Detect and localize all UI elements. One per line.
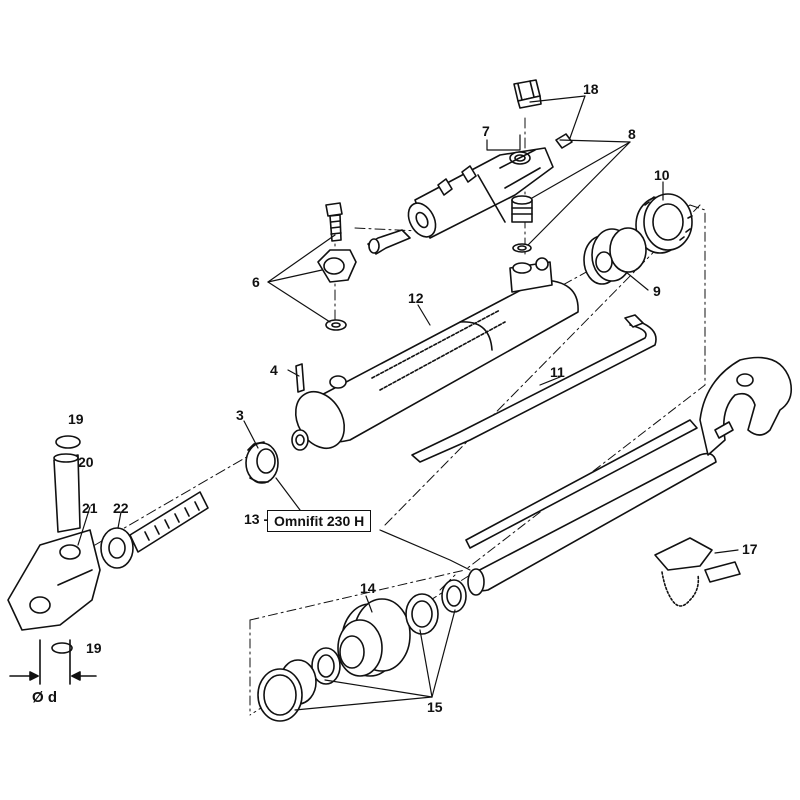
callout-21: 21 bbox=[82, 500, 98, 516]
cylinder-part-12 bbox=[291, 257, 579, 451]
nut-part-3 bbox=[245, 441, 279, 484]
piston-part-14 bbox=[337, 598, 411, 677]
callout-20: 20 bbox=[78, 454, 94, 470]
callout-13: 13 - bbox=[244, 511, 268, 527]
top-link-body bbox=[465, 356, 793, 596]
dimension-marker bbox=[9, 639, 97, 685]
callout-19-bottom: 19 bbox=[86, 640, 102, 656]
gland-part-9 bbox=[583, 227, 647, 285]
model-name-box: Omnifit 230 H bbox=[267, 510, 372, 532]
circlip-part-19-bottom bbox=[51, 642, 73, 654]
dimension-label: Ø d bbox=[32, 689, 57, 706]
callout-17: 17 bbox=[742, 541, 758, 557]
pin-part-4 bbox=[295, 363, 305, 393]
pin-part-20 bbox=[53, 453, 81, 533]
threaded-ring-part-10 bbox=[635, 193, 693, 254]
fitting-part-8 bbox=[511, 195, 533, 253]
callout-15: 15 bbox=[427, 699, 443, 715]
banjo-fitting-part-6 bbox=[317, 202, 411, 331]
pipe-part-11 bbox=[411, 314, 657, 463]
callout-19-top: 19 bbox=[68, 411, 84, 427]
callout-11: 11 bbox=[550, 364, 565, 380]
chain-pin-part-17 bbox=[654, 537, 741, 607]
callout-22: 22 bbox=[113, 500, 129, 516]
callout-7: 7 bbox=[482, 123, 490, 139]
callout-8: 8 bbox=[628, 126, 636, 142]
callout-labels: 18 7 8 10 6 12 9 4 11 3 19 20 21 22 13 -… bbox=[32, 81, 758, 715]
eye-bolt-part-22 bbox=[100, 491, 209, 569]
callout-4: 4 bbox=[270, 362, 278, 378]
callout-10: 10 bbox=[654, 167, 670, 183]
callout-14: 14 bbox=[360, 580, 376, 596]
callout-3: 3 bbox=[236, 407, 244, 423]
seal-kit-part-15 bbox=[257, 579, 467, 722]
leader-lines bbox=[77, 95, 739, 711]
circlip-part-19-top bbox=[55, 435, 81, 449]
callout-18: 18 bbox=[583, 81, 599, 97]
valve-block-part-7 bbox=[407, 133, 573, 239]
callout-6: 6 bbox=[252, 274, 260, 290]
callout-12: 12 bbox=[408, 290, 424, 306]
plug-screw-part-18 bbox=[513, 79, 542, 109]
clevis-part-21 bbox=[7, 529, 101, 631]
callout-9: 9 bbox=[653, 283, 661, 299]
